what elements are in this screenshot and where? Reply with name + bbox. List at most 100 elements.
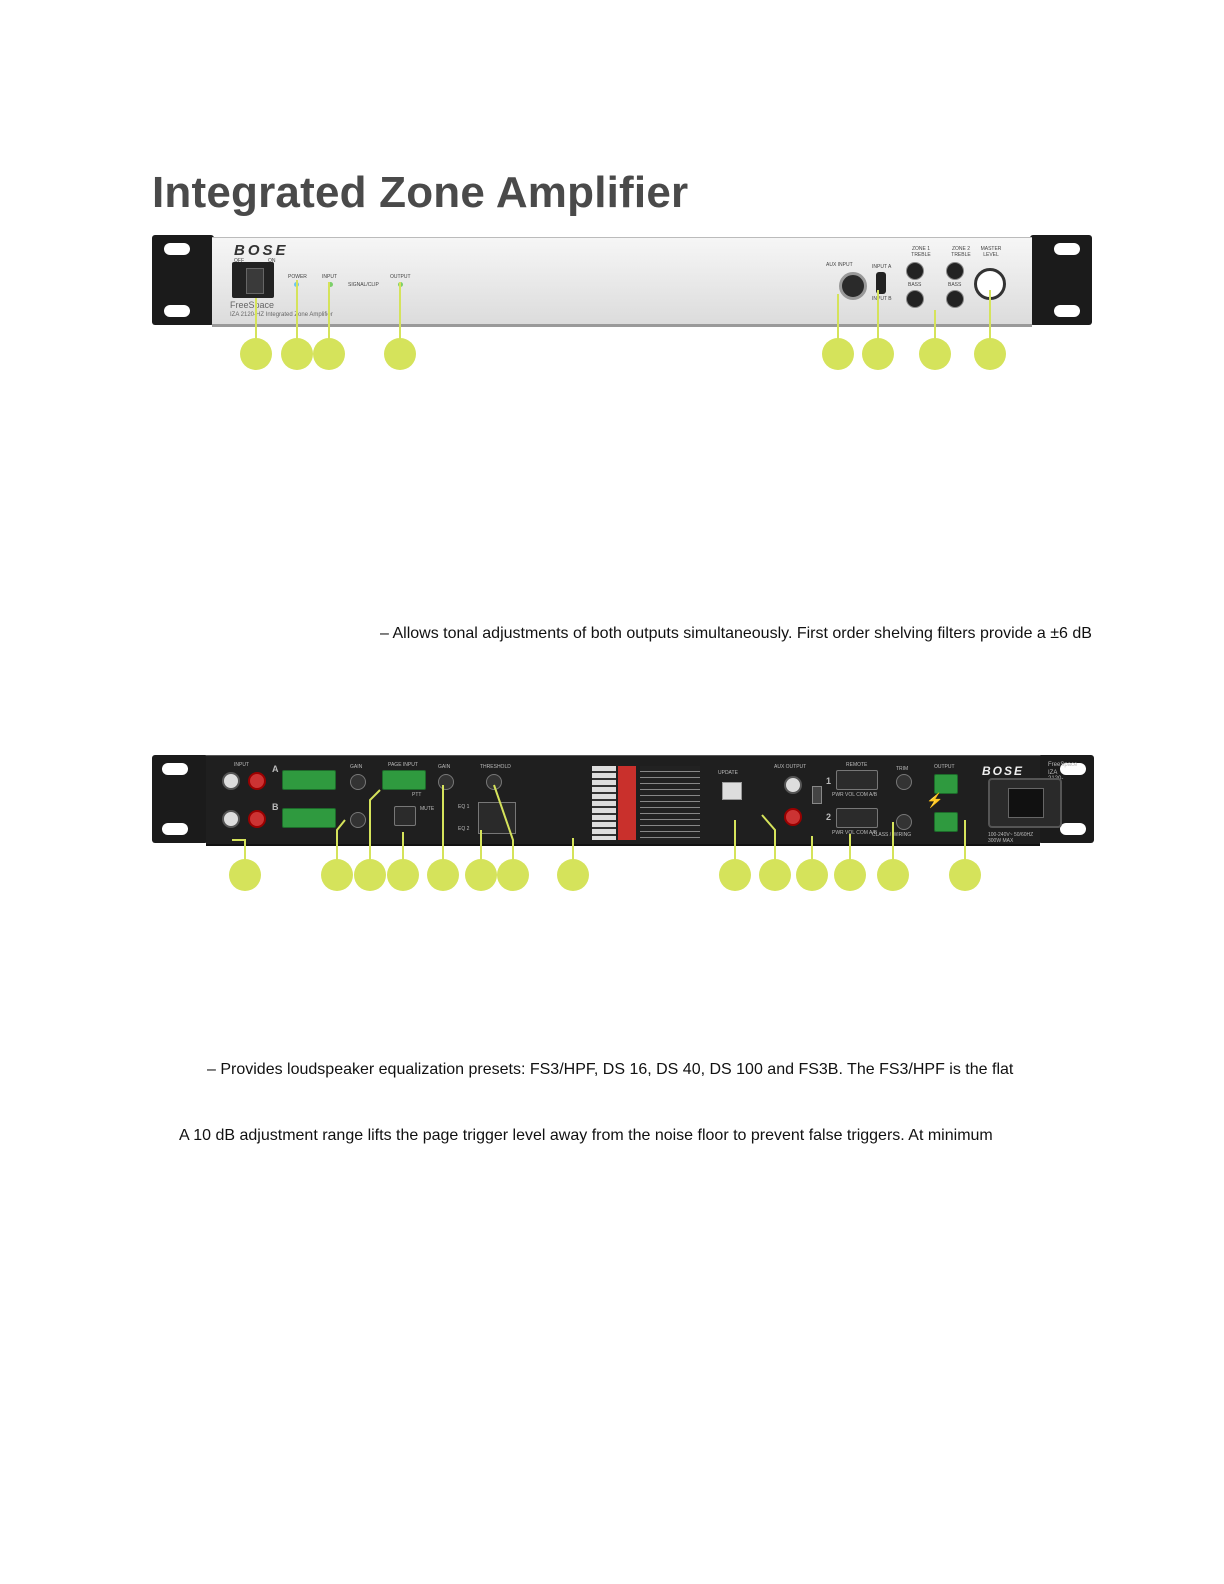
- page-gain-knob[interactable]: [438, 774, 454, 790]
- threshold-label: THRESHOLD: [480, 764, 511, 770]
- aux-input-label: AUX INPUT: [826, 262, 853, 268]
- remote-1-pins: PWR VOL COM A/B: [832, 792, 878, 798]
- input-a-label: A: [272, 764, 279, 774]
- aux-output-switch[interactable]: [812, 786, 822, 804]
- master-level-knob[interactable]: [974, 268, 1006, 300]
- eq2-label: EQ 2: [458, 826, 470, 832]
- input-b-gain-knob[interactable]: [350, 812, 366, 828]
- aux-output-rca-left[interactable]: [784, 776, 802, 794]
- output-label: OUTPUT: [934, 764, 955, 770]
- callout-rear-8: [557, 859, 589, 891]
- rear-plate: INPUT A B GAIN PAGE INPUT PTT MUTE GAIN …: [206, 755, 1077, 846]
- callout-front-6: [862, 338, 894, 370]
- update-label: UPDATE: [718, 770, 738, 776]
- page-input-label: PAGE INPUT: [388, 762, 418, 768]
- callout-front-8: [974, 338, 1006, 370]
- input-a-gain-knob[interactable]: [350, 774, 366, 790]
- rack-ear-left: [152, 235, 214, 325]
- callout-front-7: [919, 338, 951, 370]
- eq-presets-text: – Provides loudspeaker equalization pres…: [207, 1061, 1014, 1078]
- callout-rear-13: [877, 859, 909, 891]
- signal-clip-label: SIGNAL/CLIP: [348, 282, 379, 288]
- callout-front-2: [281, 338, 313, 370]
- remote-1-label: 1: [826, 776, 832, 786]
- gain-label-1: GAIN: [350, 764, 363, 770]
- callout-front-4: [384, 338, 416, 370]
- input-a-terminal[interactable]: [282, 770, 336, 790]
- gain-label-2: GAIN: [438, 764, 451, 770]
- trim-knob[interactable]: [896, 774, 912, 790]
- input-a-rca-right[interactable]: [248, 772, 266, 790]
- output-1-terminal[interactable]: [934, 774, 958, 794]
- callout-rear-6: [465, 859, 497, 891]
- aux-output-label: AUX OUTPUT: [774, 764, 807, 770]
- callout-front-5: [822, 338, 854, 370]
- input-label: INPUT: [322, 274, 337, 280]
- input-b-label: INPUT B: [872, 296, 892, 302]
- zone2-treble-label: ZONE 2 TREBLE: [951, 246, 971, 258]
- off-label: OFF: [234, 258, 244, 264]
- threshold-knob[interactable]: [486, 774, 502, 790]
- remote-label: REMOTE: [846, 762, 868, 768]
- power-inlet[interactable]: [988, 778, 1062, 828]
- input-a-rca-left[interactable]: [222, 772, 240, 790]
- callout-rear-7: [497, 859, 529, 891]
- callout-rear-9: [719, 859, 751, 891]
- dip-switch-descriptions: [640, 766, 700, 840]
- zone1-treble-label: ZONE 1 TREBLE: [911, 246, 931, 258]
- zone2-bass-label: BASS: [948, 282, 962, 288]
- callout-rear-3: [354, 859, 386, 891]
- remote-2-terminal[interactable]: [836, 808, 878, 828]
- callout-front-3: [313, 338, 345, 370]
- aux-input-jack[interactable]: [839, 272, 867, 300]
- eq-preset-switch[interactable]: [478, 802, 516, 834]
- on-label: ON: [268, 258, 276, 264]
- input-b-label: B: [272, 802, 279, 812]
- input-b-terminal[interactable]: [282, 808, 336, 828]
- mains-rating: 100-240V~ 50/60Hz 300W MAX: [988, 832, 1034, 844]
- output-led-icon: [398, 282, 403, 287]
- callout-rear-1: [229, 859, 261, 891]
- remote-2-label: 2: [826, 812, 832, 822]
- power-led-icon: [294, 282, 299, 287]
- input-select-toggle[interactable]: [876, 272, 886, 294]
- mute-terminal[interactable]: [394, 806, 416, 826]
- front-product-name: FreeSpace: [230, 300, 275, 310]
- dip-switch-bank[interactable]: [618, 766, 636, 840]
- class-wiring-knob[interactable]: [896, 814, 912, 830]
- callout-rear-11: [796, 859, 828, 891]
- zone1-bass-knob[interactable]: [906, 290, 924, 308]
- zone1-treble-knob[interactable]: [906, 262, 924, 280]
- zone2-treble-knob[interactable]: [946, 262, 964, 280]
- input-b-rca-right[interactable]: [248, 810, 266, 828]
- lightning-icon: ⚡: [926, 792, 944, 808]
- front-brand-logo: BOSE: [234, 242, 289, 259]
- master-level-label: MASTER LEVEL: [980, 246, 1002, 258]
- callout-rear-10: [759, 859, 791, 891]
- callout-rear-2: [321, 859, 353, 891]
- rear-rack-ear-left: [152, 755, 208, 843]
- rack-ear-right: [1030, 235, 1092, 325]
- page-input-terminal[interactable]: [382, 770, 426, 790]
- tone-control-text: – Allows tonal adjustments of both outpu…: [380, 625, 1092, 642]
- output-2-terminal[interactable]: [934, 812, 958, 832]
- callout-rear-12: [834, 859, 866, 891]
- callout-rear-4: [387, 859, 419, 891]
- rear-input-label: INPUT: [234, 762, 249, 768]
- ptt-label: PTT: [412, 792, 422, 798]
- usb-update-port[interactable]: [722, 782, 742, 800]
- aux-output-rca-right[interactable]: [784, 808, 802, 826]
- rear-brand-logo: BOSE: [982, 764, 1025, 778]
- input-b-rca-left[interactable]: [222, 810, 240, 828]
- front-model-line: IZA 2120-HZ Integrated Zone Amplifier: [230, 312, 333, 318]
- callout-rear-14: [949, 859, 981, 891]
- rear-panel-image: INPUT A B GAIN PAGE INPUT PTT MUTE GAIN …: [152, 755, 1094, 846]
- output-label: OUTPUT: [390, 274, 411, 280]
- mute-label: MUTE: [420, 806, 435, 812]
- input-led-icon: [328, 282, 333, 287]
- dip-switch-labels: [592, 766, 616, 840]
- zone2-bass-knob[interactable]: [946, 290, 964, 308]
- power-label: POWER: [288, 274, 307, 280]
- remote-1-terminal[interactable]: [836, 770, 878, 790]
- power-switch[interactable]: [232, 262, 274, 298]
